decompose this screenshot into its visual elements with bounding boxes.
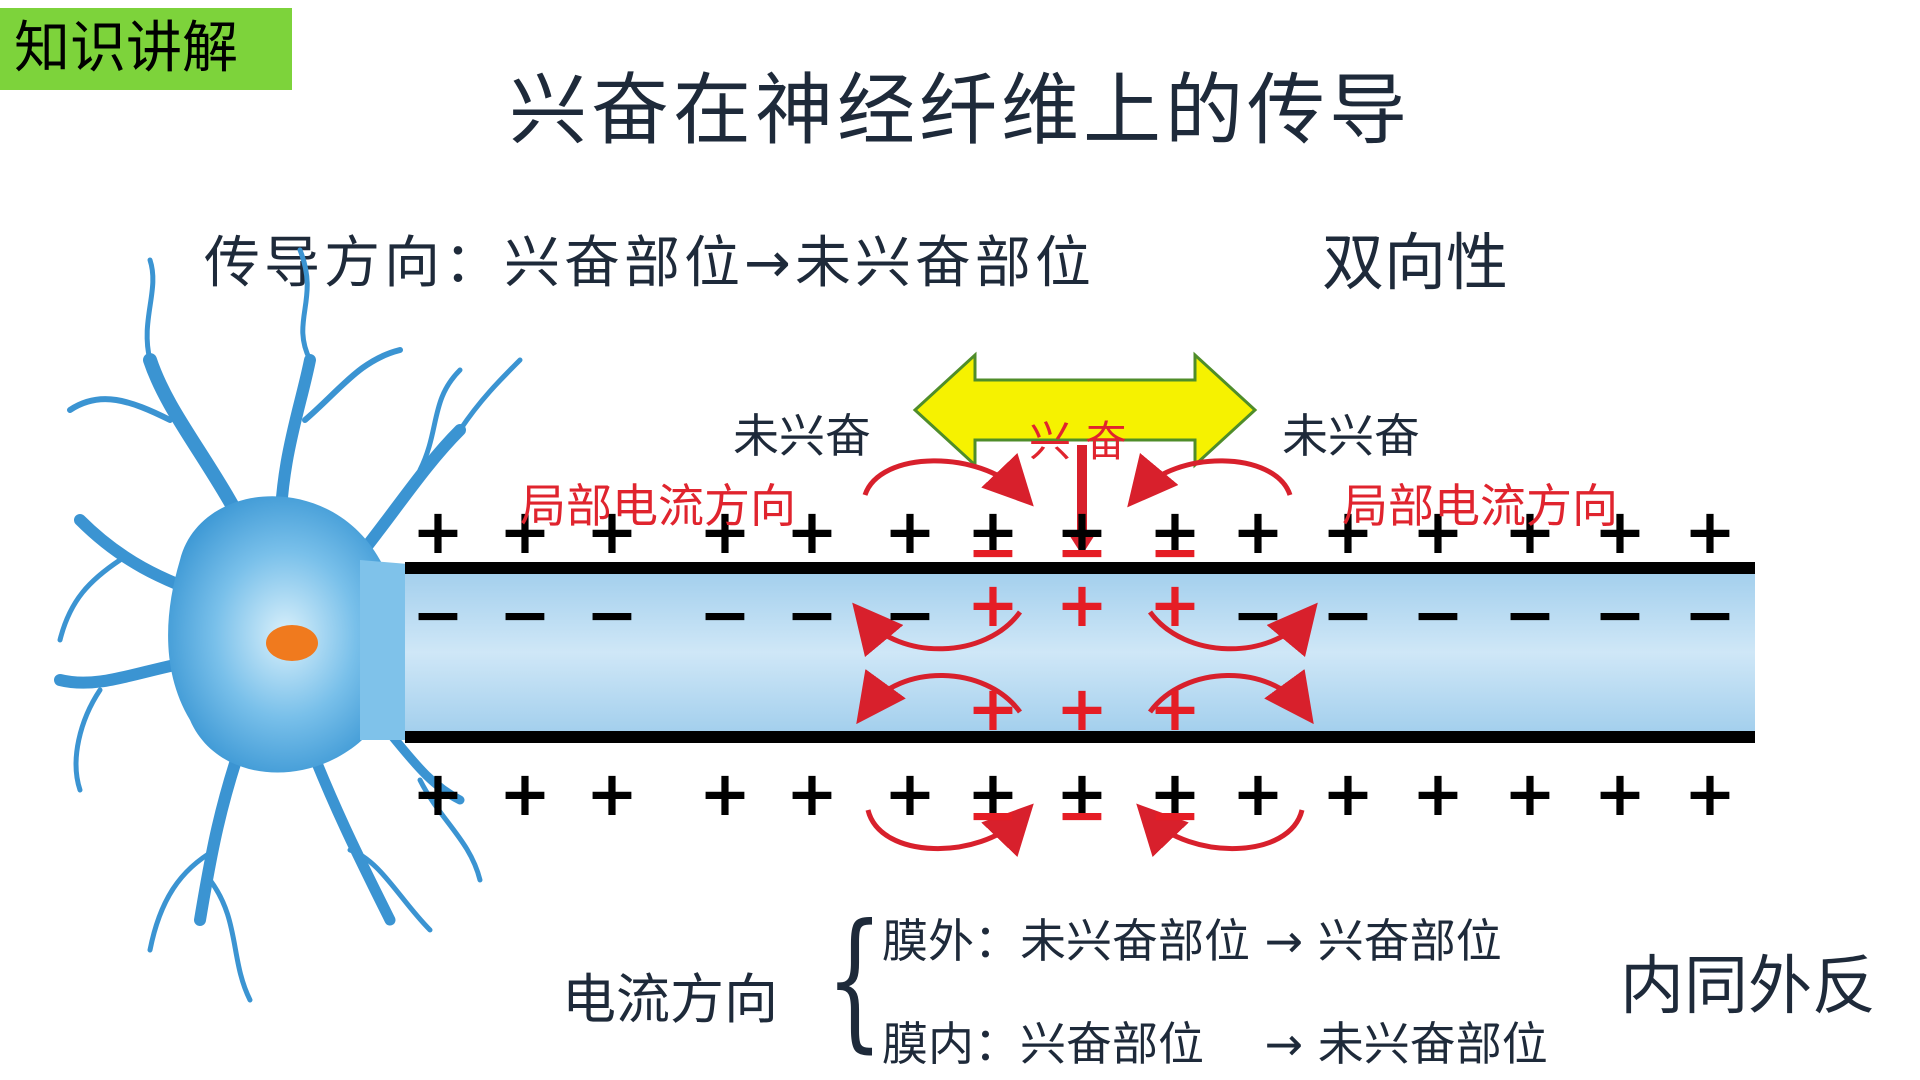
- bidirectional-text: 双向性: [1322, 226, 1509, 299]
- membrane-outside-text: 膜外：未兴奋部位 → 兴奋部位: [882, 914, 1502, 968]
- inside-top-charge: −: [1412, 578, 1464, 651]
- nucleus: [266, 625, 318, 661]
- inside-top-charge: −: [786, 578, 838, 651]
- outside-top-charge: +: [1594, 495, 1646, 568]
- axon: [405, 565, 1755, 740]
- inside-top-charge: −: [1594, 578, 1646, 651]
- unexcited-label-right: 未兴奋: [1282, 409, 1420, 463]
- outside-bottom-charge: +: [884, 757, 936, 830]
- page-title: 兴奋在神经纤维上的传导: [508, 66, 1411, 156]
- excited-label: 兴奋: [1028, 417, 1141, 466]
- rule-text: 内同外反: [1620, 950, 1876, 1024]
- inside-top-charge-excited: +: [1149, 568, 1201, 641]
- outside-bottom-charge: +: [1322, 757, 1374, 830]
- inside-top-charge: −: [699, 578, 751, 651]
- outside-top-charge-excited: −: [1149, 515, 1201, 588]
- current-direction-label: 电流方向: [562, 968, 778, 1031]
- outside-bottom-charge: +: [1594, 757, 1646, 830]
- inside-top-charge: −: [1232, 578, 1284, 651]
- outside-top-charge: +: [1504, 495, 1556, 568]
- outside-top-charge: +: [1232, 495, 1284, 568]
- outside-top-charge: +: [499, 495, 551, 568]
- outside-top-charge: +: [1149, 495, 1201, 568]
- outside-bottom-charge: +: [499, 757, 551, 830]
- inside-top-charge: −: [412, 578, 464, 651]
- conduction-direction-text: 传导方向：兴奋部位→未兴奋部位: [204, 231, 1095, 296]
- outside-top-charge: +: [1056, 495, 1108, 568]
- inside-top-charge: −: [586, 578, 638, 651]
- unexcited-label-left: 未兴奋: [733, 409, 871, 463]
- outside-bottom-charge: +: [412, 757, 464, 830]
- inside-bottom-charge-excited: +: [967, 672, 1019, 745]
- curved-arrow-icon: [852, 452, 1318, 857]
- outside-top-charge: +: [412, 495, 464, 568]
- inside-bottom-charge-excited: +: [1149, 672, 1201, 745]
- inside-top-charge-excited: +: [967, 568, 1019, 641]
- outside-top-charge: +: [1412, 495, 1464, 568]
- inside-top-charge: −: [1684, 578, 1736, 651]
- section-tag: 知识讲解: [0, 8, 292, 90]
- local-current-label-left: 局部电流方向: [520, 479, 796, 533]
- outside-bottom-charge: +: [1232, 757, 1284, 830]
- inside-bottom-charge-excited: +: [1056, 672, 1108, 745]
- outside-top-charge: +: [699, 495, 751, 568]
- down-arrow-icon: [1066, 445, 1098, 555]
- outside-bottom-charge: +: [786, 757, 838, 830]
- membrane-inside-text: 膜内：兴奋部位 → 未兴奋部位: [882, 1017, 1548, 1071]
- outside-top-charge-excited: −: [967, 515, 1019, 588]
- brace: {: [826, 893, 884, 1067]
- outside-bottom-charge: +: [1149, 757, 1201, 830]
- outside-bottom-charge-excited: −: [967, 778, 1019, 851]
- double-headed-arrow-icon: [912, 351, 1258, 469]
- outside-bottom-charge: +: [967, 757, 1019, 830]
- outside-bottom-charge: +: [1504, 757, 1556, 830]
- inside-top-charge: −: [884, 578, 936, 651]
- inside-top-charge: −: [499, 578, 551, 651]
- outside-bottom-charge-excited: −: [1056, 778, 1108, 851]
- membrane-top: [405, 562, 1755, 574]
- outside-top-charge: +: [884, 495, 936, 568]
- inside-top-charge-excited: +: [1056, 568, 1108, 641]
- outside-top-charge: +: [586, 495, 638, 568]
- inside-top-charge: −: [1322, 578, 1374, 651]
- outside-top-charge: +: [1322, 495, 1374, 568]
- outside-top-charge: +: [967, 495, 1019, 568]
- outside-top-charge: +: [786, 495, 838, 568]
- outside-bottom-charge-excited: −: [1149, 778, 1201, 851]
- outside-bottom-charge: +: [1412, 757, 1464, 830]
- outside-bottom-charge: +: [1056, 757, 1108, 830]
- membrane-bottom: [405, 731, 1755, 743]
- inside-top-charge: −: [1504, 578, 1556, 651]
- outside-top-charge: +: [1684, 495, 1736, 568]
- outside-bottom-charge: +: [1684, 757, 1736, 830]
- local-current-label-right: 局部电流方向: [1342, 479, 1618, 533]
- outside-bottom-charge: +: [586, 757, 638, 830]
- outside-top-charge-excited: −: [1056, 515, 1108, 588]
- outside-bottom-charge: +: [699, 757, 751, 830]
